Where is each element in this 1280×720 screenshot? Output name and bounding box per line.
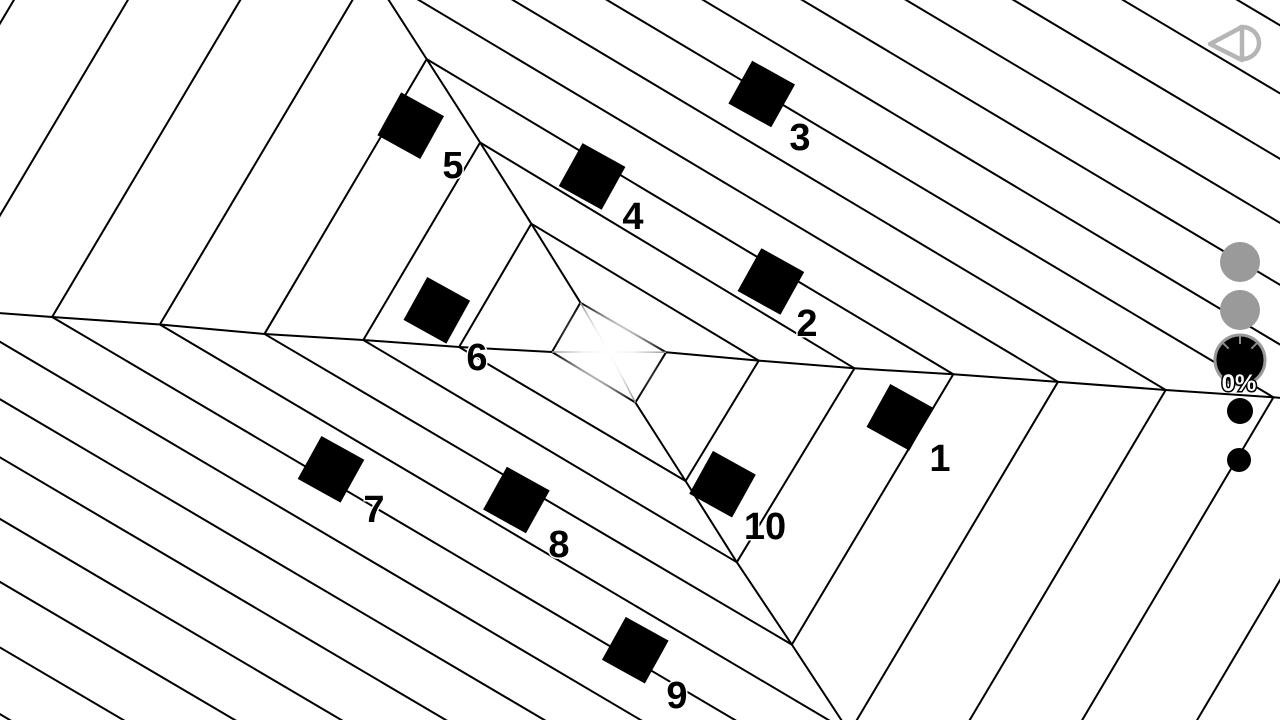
tunnel-ring-edge bbox=[362, 339, 738, 564]
target-square-1[interactable] bbox=[866, 383, 934, 451]
tunnel-ring-edge bbox=[416, 0, 1059, 383]
progress-dot-4-done bbox=[1227, 398, 1253, 424]
timer-dial-tick bbox=[1222, 342, 1230, 350]
tunnel-ring-edge bbox=[800, 0, 1280, 286]
target-label-6: 6 bbox=[466, 337, 487, 379]
target-label-9: 9 bbox=[666, 675, 687, 717]
tunnel-ring-edge bbox=[735, 367, 856, 563]
tunnel-ring-edge bbox=[968, 389, 1167, 720]
tunnel-ring-edge bbox=[684, 360, 760, 482]
tunnel-ring-edge bbox=[362, 141, 481, 341]
target-label-10: 10 bbox=[744, 506, 786, 548]
tunnel-ring-edge bbox=[426, 58, 954, 376]
tunnel-ring-edge bbox=[51, 316, 737, 720]
target-label-5: 5 bbox=[442, 145, 463, 187]
tunnel-arm-left bbox=[0, 312, 553, 353]
target-square-8[interactable] bbox=[483, 466, 550, 534]
tunnel-ring-edge bbox=[158, 0, 354, 326]
tunnel-ring-edge bbox=[701, 0, 1280, 346]
tunnel-ring-edge bbox=[479, 141, 855, 370]
tunnel-ring-edge bbox=[0, 398, 547, 720]
tunnel-arm-right bbox=[665, 351, 1280, 399]
target-square-4[interactable] bbox=[558, 143, 626, 210]
tunnel-ring-edge bbox=[0, 456, 448, 720]
tunnel-ring-edge bbox=[159, 323, 831, 720]
progress-dot-1-upcoming bbox=[1220, 242, 1260, 282]
tunnel-arm-bottom bbox=[634, 401, 843, 720]
tunnel-ring-edge bbox=[1081, 396, 1275, 720]
progress-dot-2-upcoming bbox=[1220, 290, 1260, 330]
target-label-7: 7 bbox=[363, 489, 384, 531]
target-label-1: 1 bbox=[929, 438, 950, 480]
target-label-8: 8 bbox=[548, 524, 569, 566]
replay-icon[interactable] bbox=[1207, 24, 1262, 63]
target-square-10[interactable] bbox=[689, 450, 756, 518]
tunnel-ring-edge bbox=[855, 381, 1059, 720]
tunnel-ring-edge bbox=[458, 346, 687, 482]
tunnel-ring-edge bbox=[0, 340, 643, 720]
progress-percent: 0% bbox=[1222, 370, 1257, 397]
target-label-4: 4 bbox=[622, 196, 643, 238]
target-square-2[interactable] bbox=[737, 248, 805, 315]
vanishing-point-glow bbox=[554, 296, 664, 406]
tunnel-ring-edge bbox=[510, 0, 1167, 391]
progress-dot-5-done bbox=[1227, 448, 1251, 472]
target-square-9[interactable] bbox=[601, 616, 669, 684]
tunnel-ring-edge bbox=[1195, 578, 1280, 720]
targets-layer: 1 2 3 4 5 6 7 8 9 10 bbox=[297, 60, 952, 719]
replay-icon-arrowhead bbox=[1207, 24, 1245, 63]
tunnel-arm-top bbox=[387, 0, 582, 304]
hud-layer: 0% bbox=[1207, 24, 1267, 472]
target-square-6[interactable] bbox=[403, 276, 471, 344]
center-glow bbox=[554, 296, 664, 406]
tunnel-ring-edge bbox=[51, 0, 242, 318]
tunnel-ring-edge bbox=[530, 222, 760, 362]
timer-dial-tick bbox=[1250, 342, 1258, 350]
replay-icon-arc bbox=[1238, 24, 1262, 62]
target-label-3: 3 bbox=[789, 117, 810, 159]
target-square-7[interactable] bbox=[297, 435, 365, 503]
tunnel-ring-edge bbox=[458, 223, 533, 348]
target-square-5[interactable] bbox=[377, 92, 445, 160]
tunnel-ring-edge bbox=[0, 0, 130, 218]
target-label-2: 2 bbox=[796, 303, 817, 345]
target-square-3[interactable] bbox=[728, 60, 796, 128]
